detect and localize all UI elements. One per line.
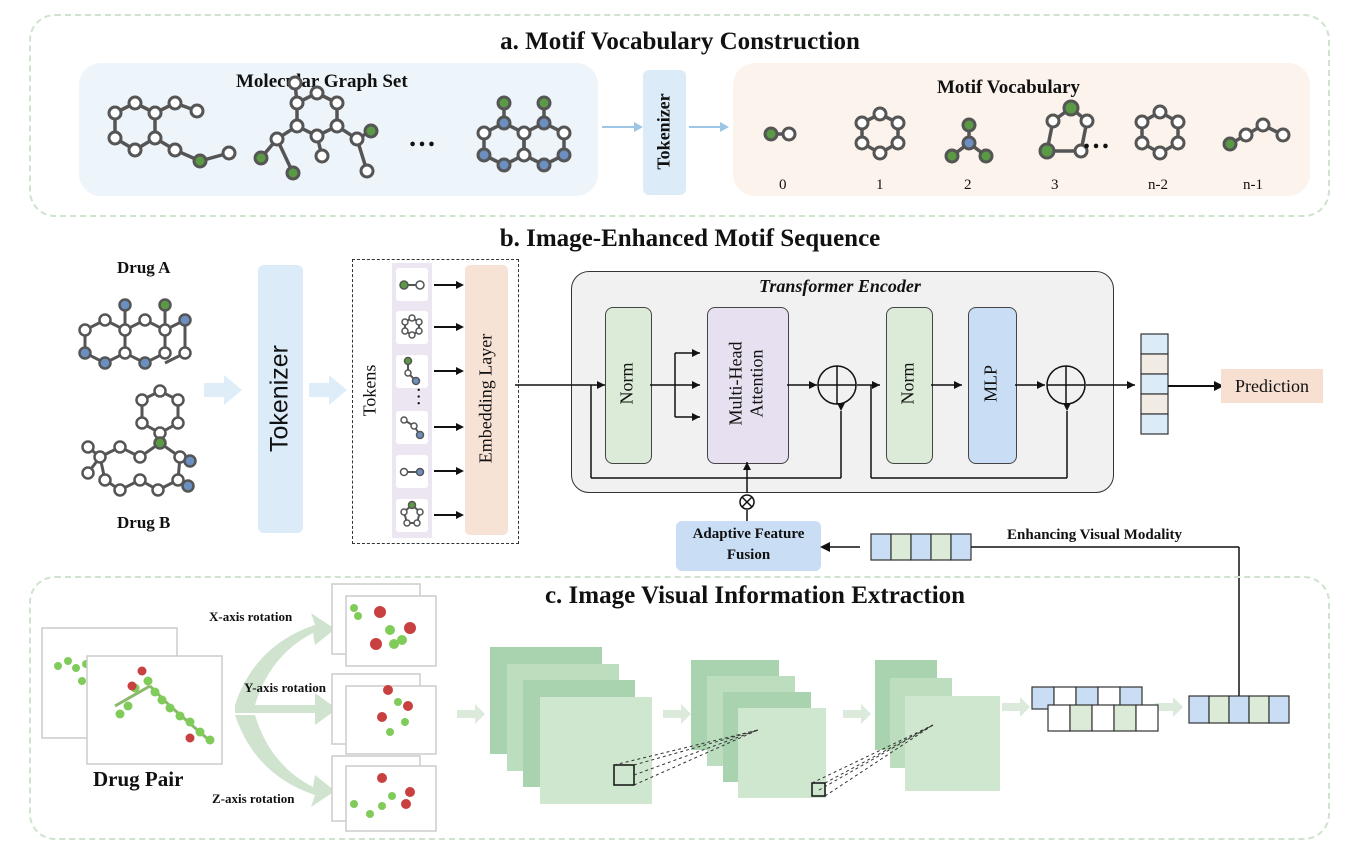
motif-drawings [763,99,1291,164]
enhancing-visual-label: Enhancing Visual Modality [1007,527,1183,543]
y-rotation-label: Y-axis rotation [244,680,326,695]
transformer-encoder-box [571,271,1114,493]
transformer-encoder-label: Transformer Encoder [759,276,921,296]
section-b-title: b. Image-Enhanced Motif Sequence [499,225,881,252]
adaptive-fusion-line2: Fusion [726,547,771,563]
token-items [396,268,464,532]
section-a-title: a. Motif Vocabulary Construction [500,28,860,55]
tokens-label: Tokens [359,364,380,417]
motif-vocabulary-label: Motif Vocabulary [937,77,1081,98]
drug-pair-images [41,627,223,765]
tokenizer-big-box [258,265,303,533]
drug-molecules-drawing [78,298,197,497]
motif-index-n-1: n-1 [1243,177,1263,193]
z-rotation-label: Z-axis rotation [212,791,295,806]
tokenizer-to-tokens-arrow [309,375,347,405]
drug-to-tokenizer-arrow [204,375,242,405]
embedding-layer-box [465,265,508,535]
norm-2-box [886,307,933,464]
drug-a-label: Drug A [117,258,171,277]
rotated-views [331,583,437,832]
molecular-graph-set-label: Molecular Graph Set [236,71,408,92]
section-c-frame [29,576,1330,840]
motif-index-1: 1 [876,177,884,193]
tokens-column [392,263,432,538]
motif-index-3: 3 [1051,177,1059,193]
adaptive-fusion-line1: Adaptive Feature [692,526,805,542]
graph-ellipsis: … [408,122,436,153]
visual-modality-path [820,533,1240,696]
motif-index-2: 2 [964,177,972,193]
tokenizer-small-box [643,70,686,195]
rotation-arrows [235,613,337,807]
output-vector [1140,333,1224,435]
token-ellipsis: … [412,386,435,407]
section-a-frame [29,14,1330,217]
cnn-feature-maps [457,647,1290,804]
drug-pair-label: Drug Pair [93,767,184,791]
embedding-layer-label: Embedding Layer [475,333,496,464]
tokenizer-small-label: Tokenizer [653,93,674,170]
prediction-box: Prediction [1221,369,1323,403]
encoder-connections [515,349,1135,522]
section-c-title: c. Image Visual Information Extraction [544,582,966,609]
adaptive-fusion-box [676,521,821,571]
tokens-box [352,259,519,544]
molecular-graphs-drawing [107,75,572,181]
motif-index-0: 0 [779,177,787,193]
motif-ellipsis: … [1082,124,1110,155]
x-rotation-label: X-axis rotation [209,609,293,624]
section-a-arrows [602,122,729,132]
tokenizer-big-label: Tokenizer [265,345,294,452]
drug-b-label: Drug B [117,513,171,532]
motif-index-n-2: n-2 [1148,177,1168,193]
motif-vocabulary-panel [733,63,1310,196]
